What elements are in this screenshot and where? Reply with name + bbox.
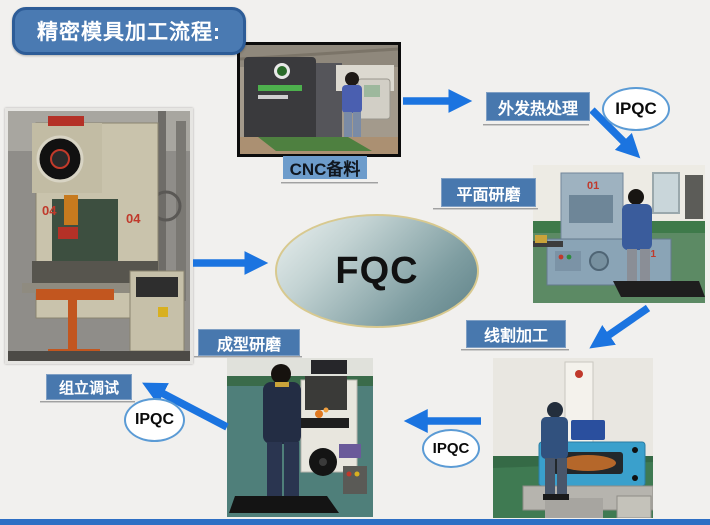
ipqc-ellipse-left: IPQC bbox=[124, 398, 185, 442]
underline-form-grinding bbox=[194, 356, 302, 358]
photo-cnc-machining bbox=[237, 42, 401, 157]
press-number-right: 04 bbox=[126, 211, 141, 226]
black-pallet bbox=[613, 281, 705, 297]
worker-figure bbox=[342, 72, 362, 144]
grinder-number-body: 01 bbox=[645, 249, 657, 260]
worker-figure bbox=[541, 402, 569, 500]
ipqc-ellipse-middle: IPQC bbox=[422, 429, 480, 468]
fqc-text: FQC bbox=[335, 249, 419, 292]
press-number-left: 04 bbox=[42, 203, 57, 218]
black-floor-mat bbox=[229, 496, 339, 513]
step-label-heat-treatment-text: 外发热处理 bbox=[497, 100, 578, 118]
step-label-surface-grinding-text: 平面研磨 bbox=[456, 186, 521, 204]
step-label-surface-grinding: 平面研磨 bbox=[441, 178, 536, 207]
step-label-cnc-prep: CNC备料 bbox=[283, 156, 367, 179]
ipqc-middle-text: IPQC bbox=[432, 440, 470, 457]
form-grinder-machine bbox=[285, 360, 367, 494]
underline-assembly-debug bbox=[40, 401, 135, 403]
punch-press-machine: 04 04 bbox=[22, 116, 159, 319]
photo-form-grinder bbox=[227, 358, 373, 517]
wire-cut-machine bbox=[522, 361, 653, 518]
page-title-text: 精密模具加工流程: bbox=[37, 21, 221, 44]
ipqc-ellipse-top: IPQC bbox=[602, 87, 670, 131]
fqc-ellipse: FQC bbox=[275, 214, 479, 328]
photo-punch-press: 04 04 bbox=[5, 108, 193, 364]
cnc-machine bbox=[244, 57, 394, 143]
step-label-assembly-debug: 组立调试 bbox=[46, 374, 132, 400]
step-label-form-grinding: 成型研磨 bbox=[198, 329, 300, 356]
ipqc-top-text: IPQC bbox=[615, 99, 657, 118]
step-label-wire-cutting: 线割加工 bbox=[466, 320, 566, 348]
underline-wire-cutting bbox=[461, 349, 569, 351]
page-title: 精密模具加工流程: bbox=[12, 7, 246, 55]
grinder-number-top: 01 bbox=[587, 180, 599, 192]
arrow-surface-grind-to-wire-cut bbox=[589, 304, 651, 349]
bottom-blue-strip bbox=[0, 519, 710, 525]
underline-surface-grinding bbox=[433, 208, 538, 210]
control-cabinet bbox=[129, 270, 185, 352]
green-floor-mat bbox=[258, 137, 372, 151]
underline-cnc-prep bbox=[281, 182, 378, 184]
step-label-heat-treatment: 外发热处理 bbox=[486, 92, 590, 121]
underline-heat-treatment bbox=[483, 124, 589, 126]
step-label-assembly-debug-text: 组立调试 bbox=[58, 379, 119, 397]
step-label-cnc-prep-text: CNC备料 bbox=[289, 160, 361, 179]
step-label-wire-cutting-text: 线割加工 bbox=[483, 328, 548, 345]
ipqc-left-text: IPQC bbox=[134, 411, 175, 428]
photo-surface-grinder: 01 01 bbox=[533, 165, 705, 303]
photo-wire-cut-edm bbox=[493, 358, 653, 518]
step-label-form-grinding-text: 成型研磨 bbox=[216, 336, 281, 354]
